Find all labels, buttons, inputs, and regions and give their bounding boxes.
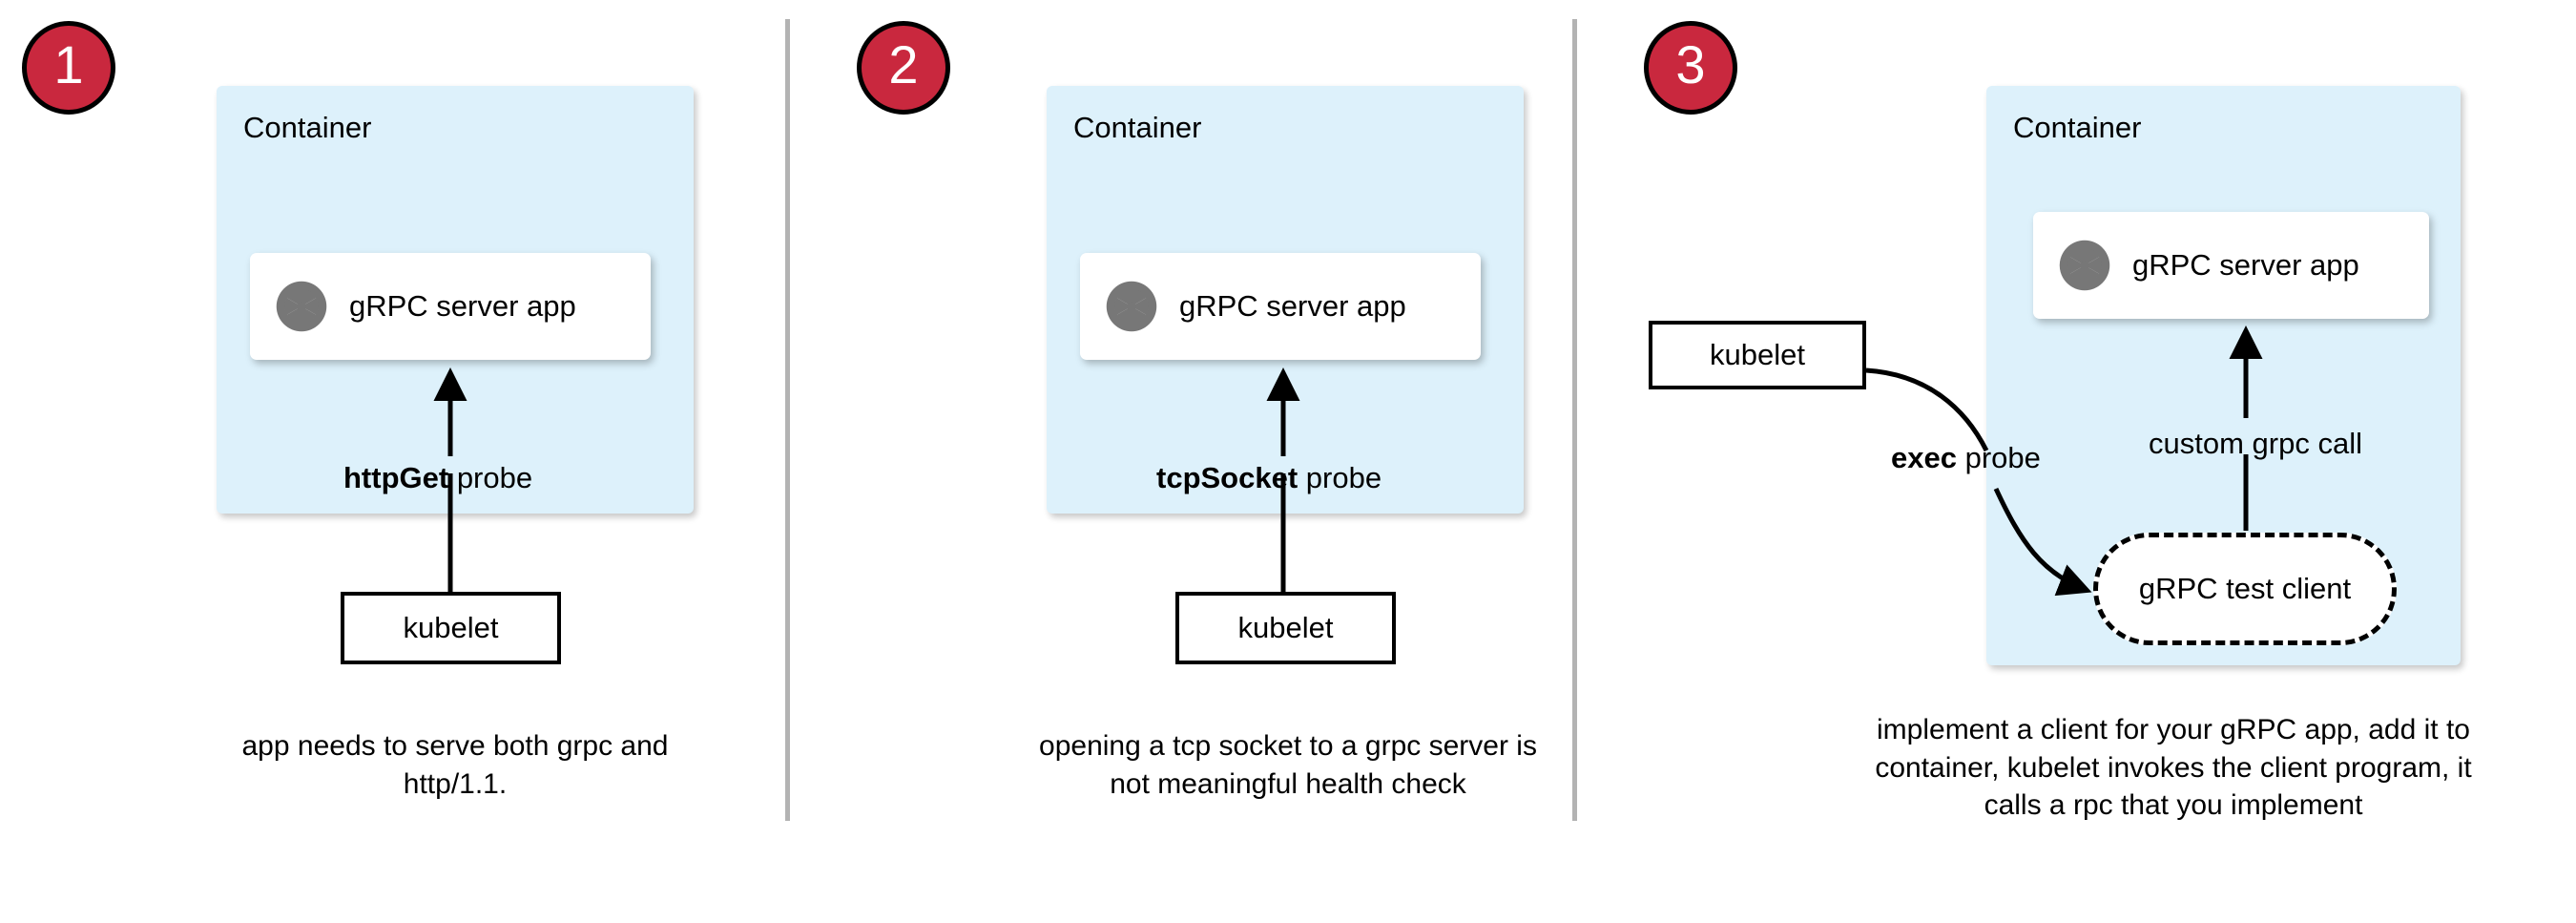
panel-divider-2 xyxy=(1572,19,1577,821)
kubelet-label-2: kubelet xyxy=(1237,611,1334,644)
grpc-test-client-label: gRPC test client xyxy=(2138,572,2352,605)
panel-caption-3: implement a client for your gRPC app, ad… xyxy=(1875,714,2472,822)
grpc-server-app-label-1: gRPC server app xyxy=(349,289,576,323)
grpc-server-app-card-1: gRPC server app xyxy=(250,253,651,360)
probe-label-1-bold: httpGet xyxy=(343,461,449,494)
probe-label-2-rest: probe xyxy=(1298,461,1382,494)
grpc-server-app-card-2: gRPC server app xyxy=(1080,253,1481,360)
container-label-3: Container xyxy=(2013,111,2142,144)
container-label-1: Container xyxy=(243,111,372,144)
kubelet-label-3: kubelet xyxy=(1710,338,1805,371)
panel-badge-3: 3 xyxy=(1644,21,1737,115)
grpc-server-app-card-3: gRPC server app xyxy=(2033,212,2429,319)
panel-badge-2-number: 2 xyxy=(888,34,919,94)
probe-label-2-bold: tcpSocket xyxy=(1156,461,1298,494)
probe-label-3-bold: exec xyxy=(1891,441,1957,474)
kubelet-box-1: kubelet xyxy=(341,592,561,664)
grpc-logo-icon xyxy=(276,281,327,332)
panel-caption-2: opening a tcp socket to a grpc server is… xyxy=(1039,730,1537,800)
probe-label-1-rest: probe xyxy=(448,461,533,494)
panel-badge-2: 2 xyxy=(857,21,950,115)
grpc-logo-icon xyxy=(2059,240,2110,291)
panel-divider-1 xyxy=(785,19,790,821)
grpc-server-app-label-2: gRPC server app xyxy=(1179,289,1406,323)
container-label-2: Container xyxy=(1073,111,1202,144)
probe-label-1: httpGet probe xyxy=(343,461,532,495)
panel-badge-1: 1 xyxy=(22,21,115,115)
panel-badge-1-number: 1 xyxy=(53,34,84,94)
kubelet-box-3: kubelet xyxy=(1649,321,1866,389)
probe-label-3: exec probe xyxy=(1891,441,2041,475)
grpc-logo-icon xyxy=(1106,281,1157,332)
panel-caption-1: app needs to serve both grpc and http/1.… xyxy=(241,730,669,800)
probe-label-3-rest: probe xyxy=(1956,441,2041,474)
grpc-test-client-node: gRPC test client xyxy=(2093,533,2397,645)
probe-label-2: tcpSocket probe xyxy=(1156,461,1381,495)
panel-badge-3-number: 3 xyxy=(1675,34,1706,94)
grpc-server-app-label-3: gRPC server app xyxy=(2132,248,2359,282)
custom-grpc-call-label: custom grpc call xyxy=(2149,427,2362,460)
kubelet-label-1: kubelet xyxy=(403,611,499,644)
kubelet-box-2: kubelet xyxy=(1175,592,1396,664)
arrow-exec-probe-upper xyxy=(1865,367,1989,452)
